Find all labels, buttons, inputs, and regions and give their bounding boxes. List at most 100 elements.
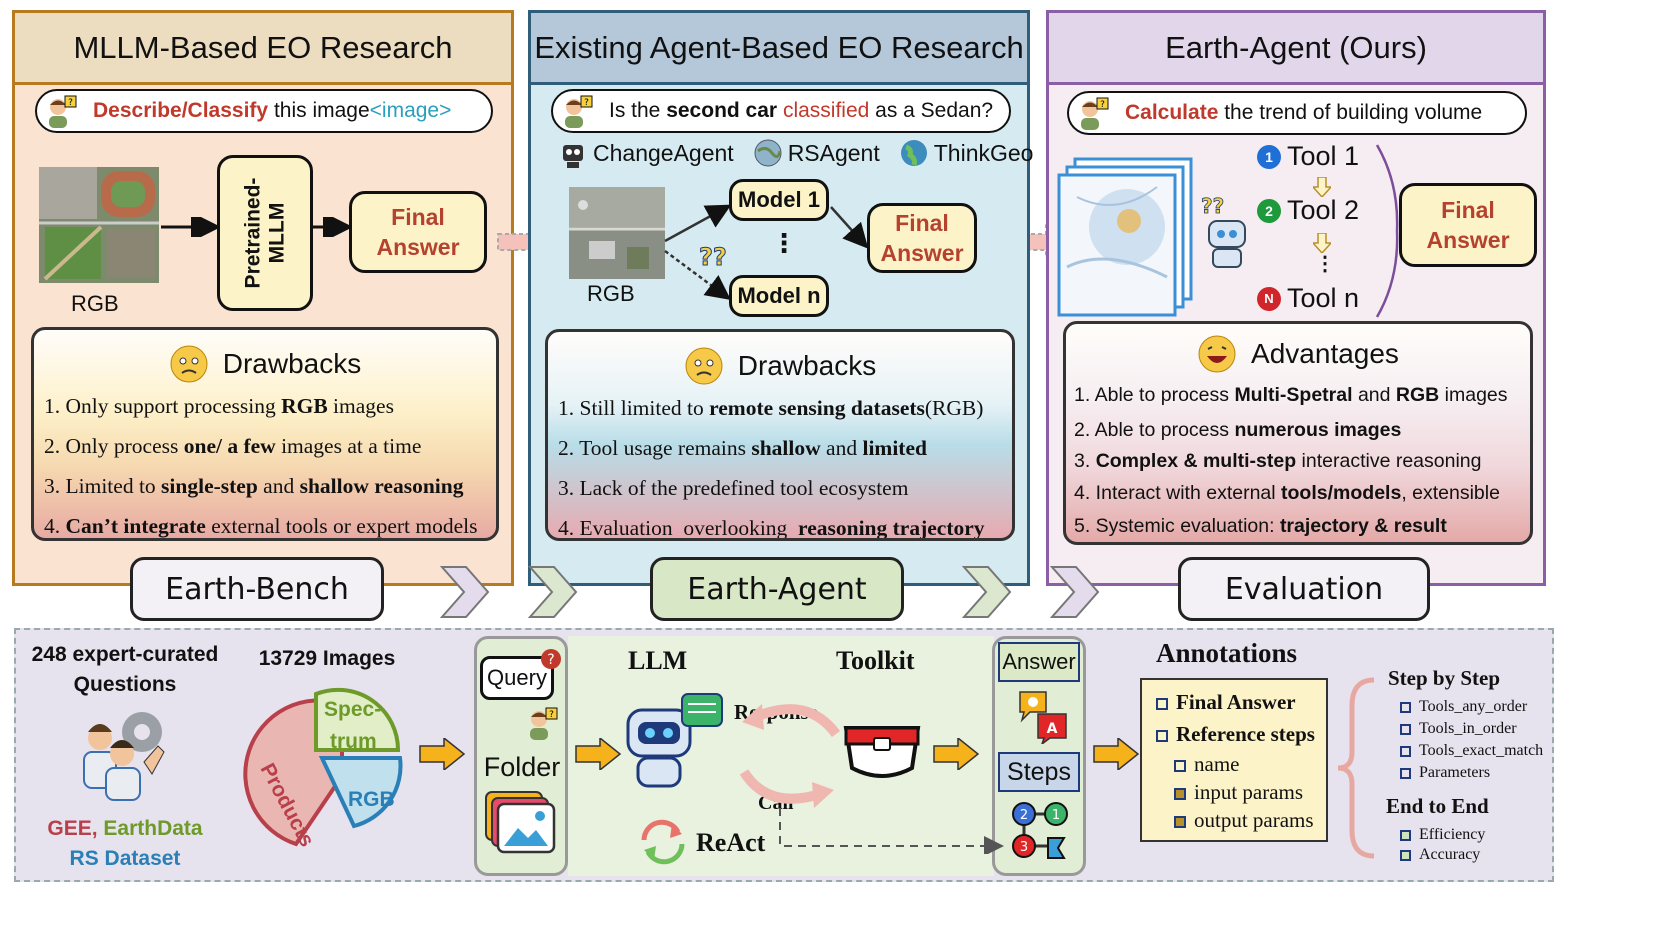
metric-label: Tools_any_order xyxy=(1419,698,1528,715)
item-bold: shallow reasoning xyxy=(299,474,464,498)
agent-label: ThinkGeo xyxy=(933,139,1034,166)
svg-text:??: ?? xyxy=(1201,194,1224,218)
advantages-title: Advantages xyxy=(1066,334,1530,374)
final-answer-box: Final Answer xyxy=(1399,183,1537,267)
tool-badge-2-icon: 2 xyxy=(1257,198,1281,223)
checkbox-icon xyxy=(1400,701,1411,713)
item-text: 2. Able to process xyxy=(1074,419,1235,441)
item-text: 3. xyxy=(1074,450,1096,472)
metric-item: Tools_any_order xyxy=(1400,698,1527,716)
drawbacks-box: Drawbacks 1. Only support processing RGB… xyxy=(31,327,499,541)
svg-text:?: ? xyxy=(547,652,554,668)
metric-item: Accuracy xyxy=(1400,846,1480,864)
tool-label: Tool 2 xyxy=(1287,195,1360,225)
model-n-box: Model n xyxy=(729,275,829,317)
worried-face-icon xyxy=(685,347,723,385)
query-label: Query xyxy=(487,665,547,690)
question-marks-icon: ?? xyxy=(699,243,728,272)
annotation-label: Reference steps xyxy=(1176,722,1315,746)
tool-badge-1-icon: 1 xyxy=(1257,144,1281,169)
advantage-item-2: 2. Able to process numerous images xyxy=(1074,419,1526,442)
drawbacks-box: Drawbacks 1. Still limited to remote sen… xyxy=(545,329,1015,541)
checkbox-icon xyxy=(1400,745,1411,757)
item-bold: RGB xyxy=(1395,384,1440,406)
data-sources: GEE, EarthData RS Dataset xyxy=(47,817,203,870)
steps-box: Steps xyxy=(998,752,1080,792)
react-label: ReAct xyxy=(696,828,766,857)
metric-item: Tools_in_order xyxy=(1400,720,1517,738)
down-arrow-icon xyxy=(1313,233,1331,253)
drawback-item-4: 4. Evaluation overlooking reasoning traj… xyxy=(558,516,1006,538)
item-text: external tools or expert models xyxy=(205,514,478,538)
llm-robot-icon xyxy=(626,693,723,788)
metric-item: Parameters xyxy=(1400,764,1490,782)
advantage-item-4: 4. Interact with external tools/models, … xyxy=(1074,482,1526,505)
chevron-right-icon xyxy=(1050,566,1100,618)
model-dots: ⋮ xyxy=(771,229,797,259)
arrow xyxy=(313,217,353,237)
down-arrow-icon xyxy=(1313,177,1331,197)
checkbox-icon xyxy=(1400,849,1411,861)
tool-label: Tool 1 xyxy=(1287,141,1360,171)
item-text: 4. xyxy=(44,514,66,538)
curly-brace-icon xyxy=(1337,677,1375,859)
item-bold: remote sensing datasets xyxy=(709,396,925,420)
stage-evaluation: Evaluation xyxy=(1178,557,1430,621)
agent-label: RSAgent xyxy=(787,139,880,166)
thinkgeo-item: ThinkGeo xyxy=(898,137,1034,169)
panel-title: MLLM-Based EO Research xyxy=(15,13,511,85)
multispectral-image-stack xyxy=(1057,157,1193,317)
drawback-item-1: 1. Only support processing RGB images xyxy=(44,394,490,419)
svg-text:1: 1 xyxy=(1052,808,1060,823)
item-text: 3. Lack of the predefined tool ecosystem xyxy=(558,476,909,500)
annotations-title: Annotations xyxy=(1156,638,1298,668)
robot-icon: ?? xyxy=(1201,194,1246,268)
question-highlight: Describe/Classify xyxy=(93,99,269,122)
bracket xyxy=(1375,144,1399,318)
question-text: the trend of building volume xyxy=(1218,101,1483,124)
agent-label: ChangeAgent xyxy=(593,139,734,166)
drawback-item-3: 3. Lack of the predefined tool ecosystem xyxy=(558,476,1006,501)
checkbox-icon xyxy=(1400,829,1411,841)
answer-icon: A xyxy=(1019,691,1067,744)
item-text: 1. Only support processing xyxy=(44,394,282,418)
answer-box: Answer xyxy=(998,642,1080,682)
source-gee: GEE xyxy=(47,817,92,840)
item-text: and xyxy=(257,474,300,498)
item-text: , extensible xyxy=(1401,482,1500,504)
folder-label: Folder xyxy=(483,752,561,782)
flow-arrow-icon xyxy=(419,738,466,770)
images-count: 13729 Images xyxy=(258,647,396,670)
advantage-item-3: 3. Complex & multi-step interactive reas… xyxy=(1074,450,1526,473)
question-text: this image xyxy=(268,99,370,122)
question-bold: second car xyxy=(666,99,778,122)
svg-text:A: A xyxy=(1047,721,1058,737)
annotation-final-answer: Final Answer xyxy=(1156,690,1296,715)
panel-existing-agent: Existing Agent-Based EO Research ? Is th… xyxy=(528,10,1033,586)
toolkit-label: Toolkit xyxy=(836,646,915,675)
question-highlight: Calculate xyxy=(1125,101,1219,124)
end-to-end-title: End to End xyxy=(1386,794,1489,818)
pipeline-band: 248 expert-curated Questions GEE, EarthD… xyxy=(14,628,1554,882)
worried-face-icon xyxy=(170,345,208,383)
query-bubble: Query xyxy=(480,656,554,700)
item-text: images xyxy=(1439,384,1508,406)
image-label: RGB xyxy=(71,291,119,316)
panel-earth-agent: Earth-Agent (Ours) ? Calculate the trend… xyxy=(1046,10,1546,586)
question-tag: <image> xyxy=(369,99,452,122)
item-text: images xyxy=(327,394,394,418)
model-label: Pretrained-MLLM xyxy=(241,177,288,289)
stage-earth-agent: Earth-Agent xyxy=(650,557,904,621)
question-badge-icon: ? xyxy=(541,649,561,669)
item-bold: numerous images xyxy=(1234,419,1402,441)
final-answer-box: Final Answer xyxy=(867,203,977,273)
item-text: 1. Able to process xyxy=(1074,384,1235,406)
svg-text:?: ? xyxy=(68,98,73,108)
item-text: images at a time xyxy=(275,434,422,458)
annotation-sub-name: name xyxy=(1174,752,1239,777)
arrow xyxy=(161,217,221,237)
